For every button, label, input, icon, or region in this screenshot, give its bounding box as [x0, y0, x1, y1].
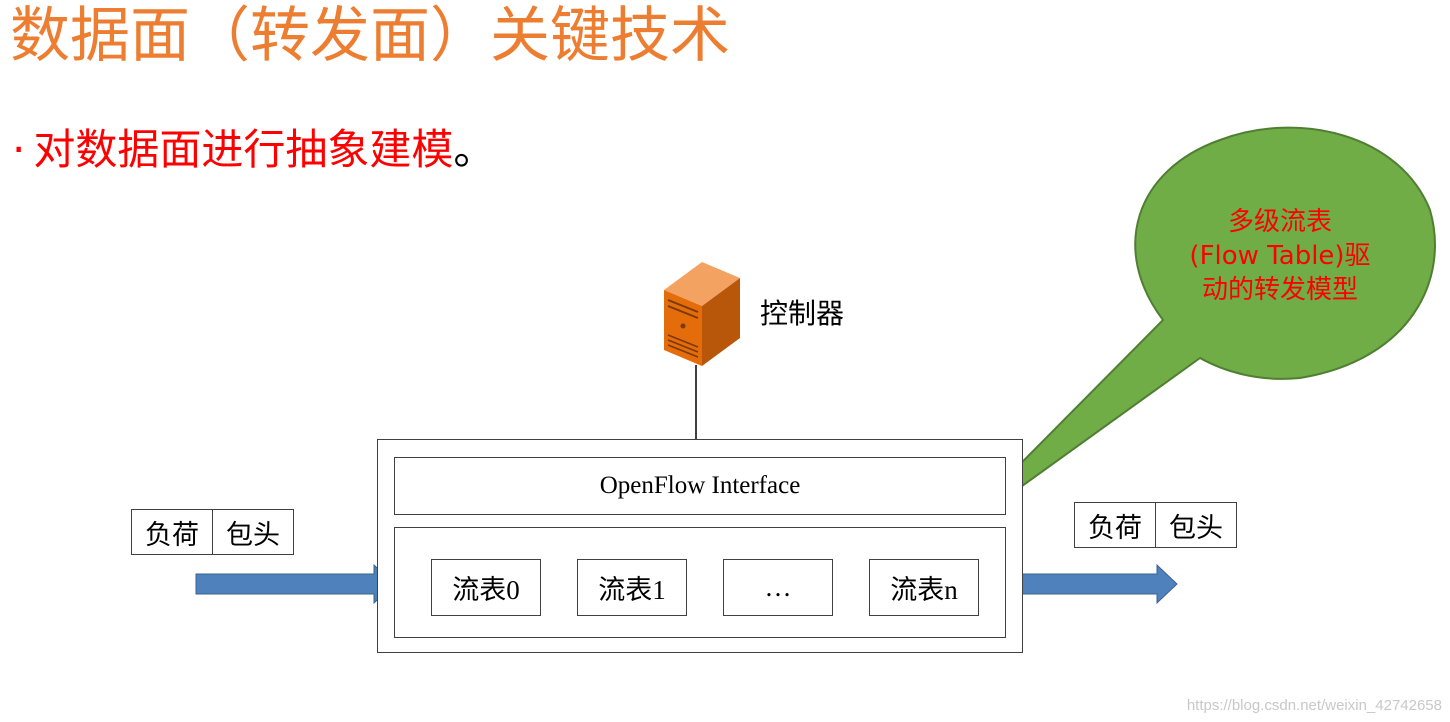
callout-line-3: 动的转发模型	[1201, 275, 1358, 305]
input-arrow	[195, 563, 395, 605]
bullet-row: ·对数据面进行抽象建模。	[12, 120, 495, 180]
packet-out: 负荷 包头	[1074, 502, 1237, 548]
bullet-marker: ·	[12, 125, 26, 174]
packet-in-payload: 负荷	[145, 519, 199, 551]
flow-table-0: 流表0	[431, 559, 541, 616]
packet-out-payload: 负荷	[1088, 512, 1142, 544]
watermark: https://blog.csdn.net/weixin_42742658	[1186, 697, 1442, 714]
flow-table-ellipsis: …	[723, 559, 833, 616]
flow-table-1: 流表1	[577, 559, 687, 616]
packet-out-header: 包头	[1155, 503, 1236, 547]
callout-line-1: 多级流表	[1227, 207, 1332, 237]
packet-in: 负荷 包头	[131, 509, 294, 555]
openflow-interface-box: OpenFlow Interface	[394, 457, 1006, 515]
packet-in-header: 包头	[212, 510, 293, 554]
bullet-period: 。	[453, 125, 496, 174]
controller-label: 控制器	[760, 297, 845, 330]
bullet-text: 对数据面进行抽象建模	[33, 125, 454, 174]
server-icon	[664, 262, 740, 366]
callout-bubble	[939, 126, 1436, 546]
slide-title: 数据面（转发面）关键技术	[10, 1, 730, 71]
callout-text: 多级流表 (Flow Table)驱 动的转发模型	[1160, 205, 1400, 307]
callout-line-2: (Flow Table)驱	[1189, 241, 1371, 271]
flow-table-n: 流表n	[869, 559, 979, 616]
